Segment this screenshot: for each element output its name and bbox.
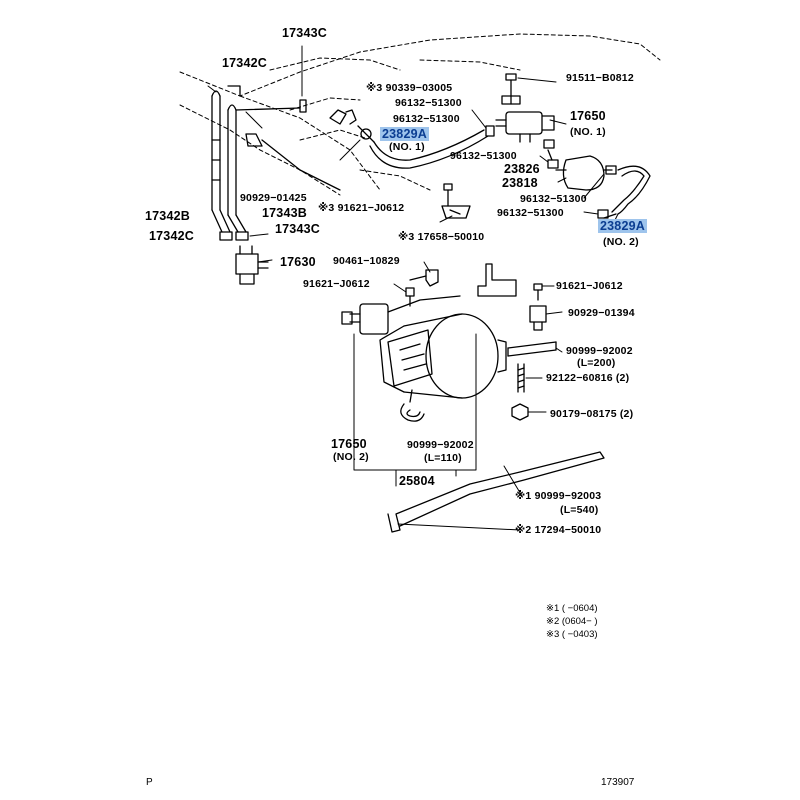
hose-l110 xyxy=(400,403,425,422)
part-96132-51300-a[interactable]: 96132−51300 xyxy=(395,97,462,109)
part-17343c-bottom[interactable]: 17343C xyxy=(275,222,320,236)
footer-left: P xyxy=(146,777,153,788)
footnote-3: ※3 ( −0403) xyxy=(546,629,598,640)
hose-l540 xyxy=(387,451,605,533)
stud-92122 xyxy=(517,363,525,393)
part-23826[interactable]: 23826 xyxy=(504,162,540,176)
part-23829a-no2[interactable]: 23829A xyxy=(598,219,647,233)
footnote-1: ※1 ( −0604) xyxy=(546,603,598,614)
part-90179-08175[interactable]: 90179−08175 (2) xyxy=(550,408,634,420)
vsv-90929-01394 xyxy=(529,305,547,331)
nut-90179 xyxy=(511,403,529,421)
clamp-cluster-90339 xyxy=(329,109,375,143)
part-91621-j0612-c[interactable]: 91621−J0612 xyxy=(556,280,623,292)
part-17658-50010[interactable]: ※3 17658−50010 xyxy=(398,231,485,243)
filter-23818 xyxy=(547,149,617,191)
part-90929-01425[interactable]: 90929−01425 xyxy=(240,192,307,204)
part-17650-no1[interactable]: 17650 xyxy=(570,109,606,123)
part-17650-no2-sub: (NO. 2) xyxy=(333,451,369,463)
leader-lines xyxy=(207,45,619,531)
part-90999-92002-l200-sub: (L=200) xyxy=(577,357,616,369)
vsv-17630 xyxy=(235,245,269,285)
part-17650-no1-sub: (NO. 1) xyxy=(570,126,606,138)
part-91621-j0612-a[interactable]: ※3 91621−J0612 xyxy=(318,202,405,214)
part-96132-51300-d[interactable]: 96132−51300 xyxy=(520,193,587,205)
part-90461-10829[interactable]: 90461−10829 xyxy=(333,255,400,267)
clip-90461 xyxy=(409,269,439,287)
footer-figure-number: 173907 xyxy=(601,777,635,788)
part-17343b[interactable]: 17343B xyxy=(262,206,307,220)
part-23829a-no1[interactable]: 23829A xyxy=(380,127,429,141)
vsv-17650-no1 xyxy=(495,73,555,149)
upper-left-hoses xyxy=(211,85,341,241)
hose-23829a-no1 xyxy=(369,125,495,169)
part-17630[interactable]: 17630 xyxy=(280,255,316,269)
part-91511-b0812[interactable]: 91511−B0812 xyxy=(566,72,634,84)
part-17294-50010[interactable]: ※2 17294−50010 xyxy=(515,524,602,536)
vsv-17650-no2 xyxy=(341,295,461,335)
part-25804[interactable]: 25804 xyxy=(399,474,435,488)
pipe-l200 xyxy=(507,341,557,357)
part-90929-01394[interactable]: 90929−01394 xyxy=(568,307,635,319)
part-17342c-bottom[interactable]: 17342C xyxy=(149,229,194,243)
part-91621-j0612-b[interactable]: 91621−J0612 xyxy=(303,278,370,290)
canister-25804 xyxy=(379,313,507,403)
part-23829a-no1-sub: (NO. 1) xyxy=(389,141,425,153)
footnote-2: ※2 (0604− ) xyxy=(546,616,598,627)
part-96132-51300-e[interactable]: 96132−51300 xyxy=(497,207,564,219)
part-17343c-top[interactable]: 17343C xyxy=(282,26,327,40)
part-90999-92002-l110-sub: (L=110) xyxy=(424,452,462,464)
part-23829a-no2-sub: (NO. 2) xyxy=(603,236,639,248)
part-90999-92002-l110[interactable]: 90999−92002 xyxy=(407,439,474,451)
part-23818[interactable]: 23818 xyxy=(502,176,538,190)
part-96132-51300-b[interactable]: 96132−51300 xyxy=(393,113,460,125)
bracket-right xyxy=(477,263,543,301)
part-90999-92002-l200[interactable]: 90999−92002 xyxy=(566,345,633,357)
part-90999-92003[interactable]: ※1 90999−92003 xyxy=(515,490,602,502)
part-90339-03005[interactable]: ※3 90339−03005 xyxy=(366,82,453,94)
part-17650-no2[interactable]: 17650 xyxy=(331,437,367,451)
engine-outline xyxy=(179,33,661,196)
part-17342c-top[interactable]: 17342C xyxy=(222,56,267,70)
hose-23829a-no2 xyxy=(597,165,651,219)
part-92122-60816[interactable]: 92122−60816 (2) xyxy=(546,372,630,384)
part-96132-51300-c[interactable]: 96132−51300 xyxy=(450,150,517,162)
part-90999-92003-sub: (L=540) xyxy=(560,504,599,516)
bracket-17658 xyxy=(441,183,471,219)
part-17342b[interactable]: 17342B xyxy=(145,209,190,223)
